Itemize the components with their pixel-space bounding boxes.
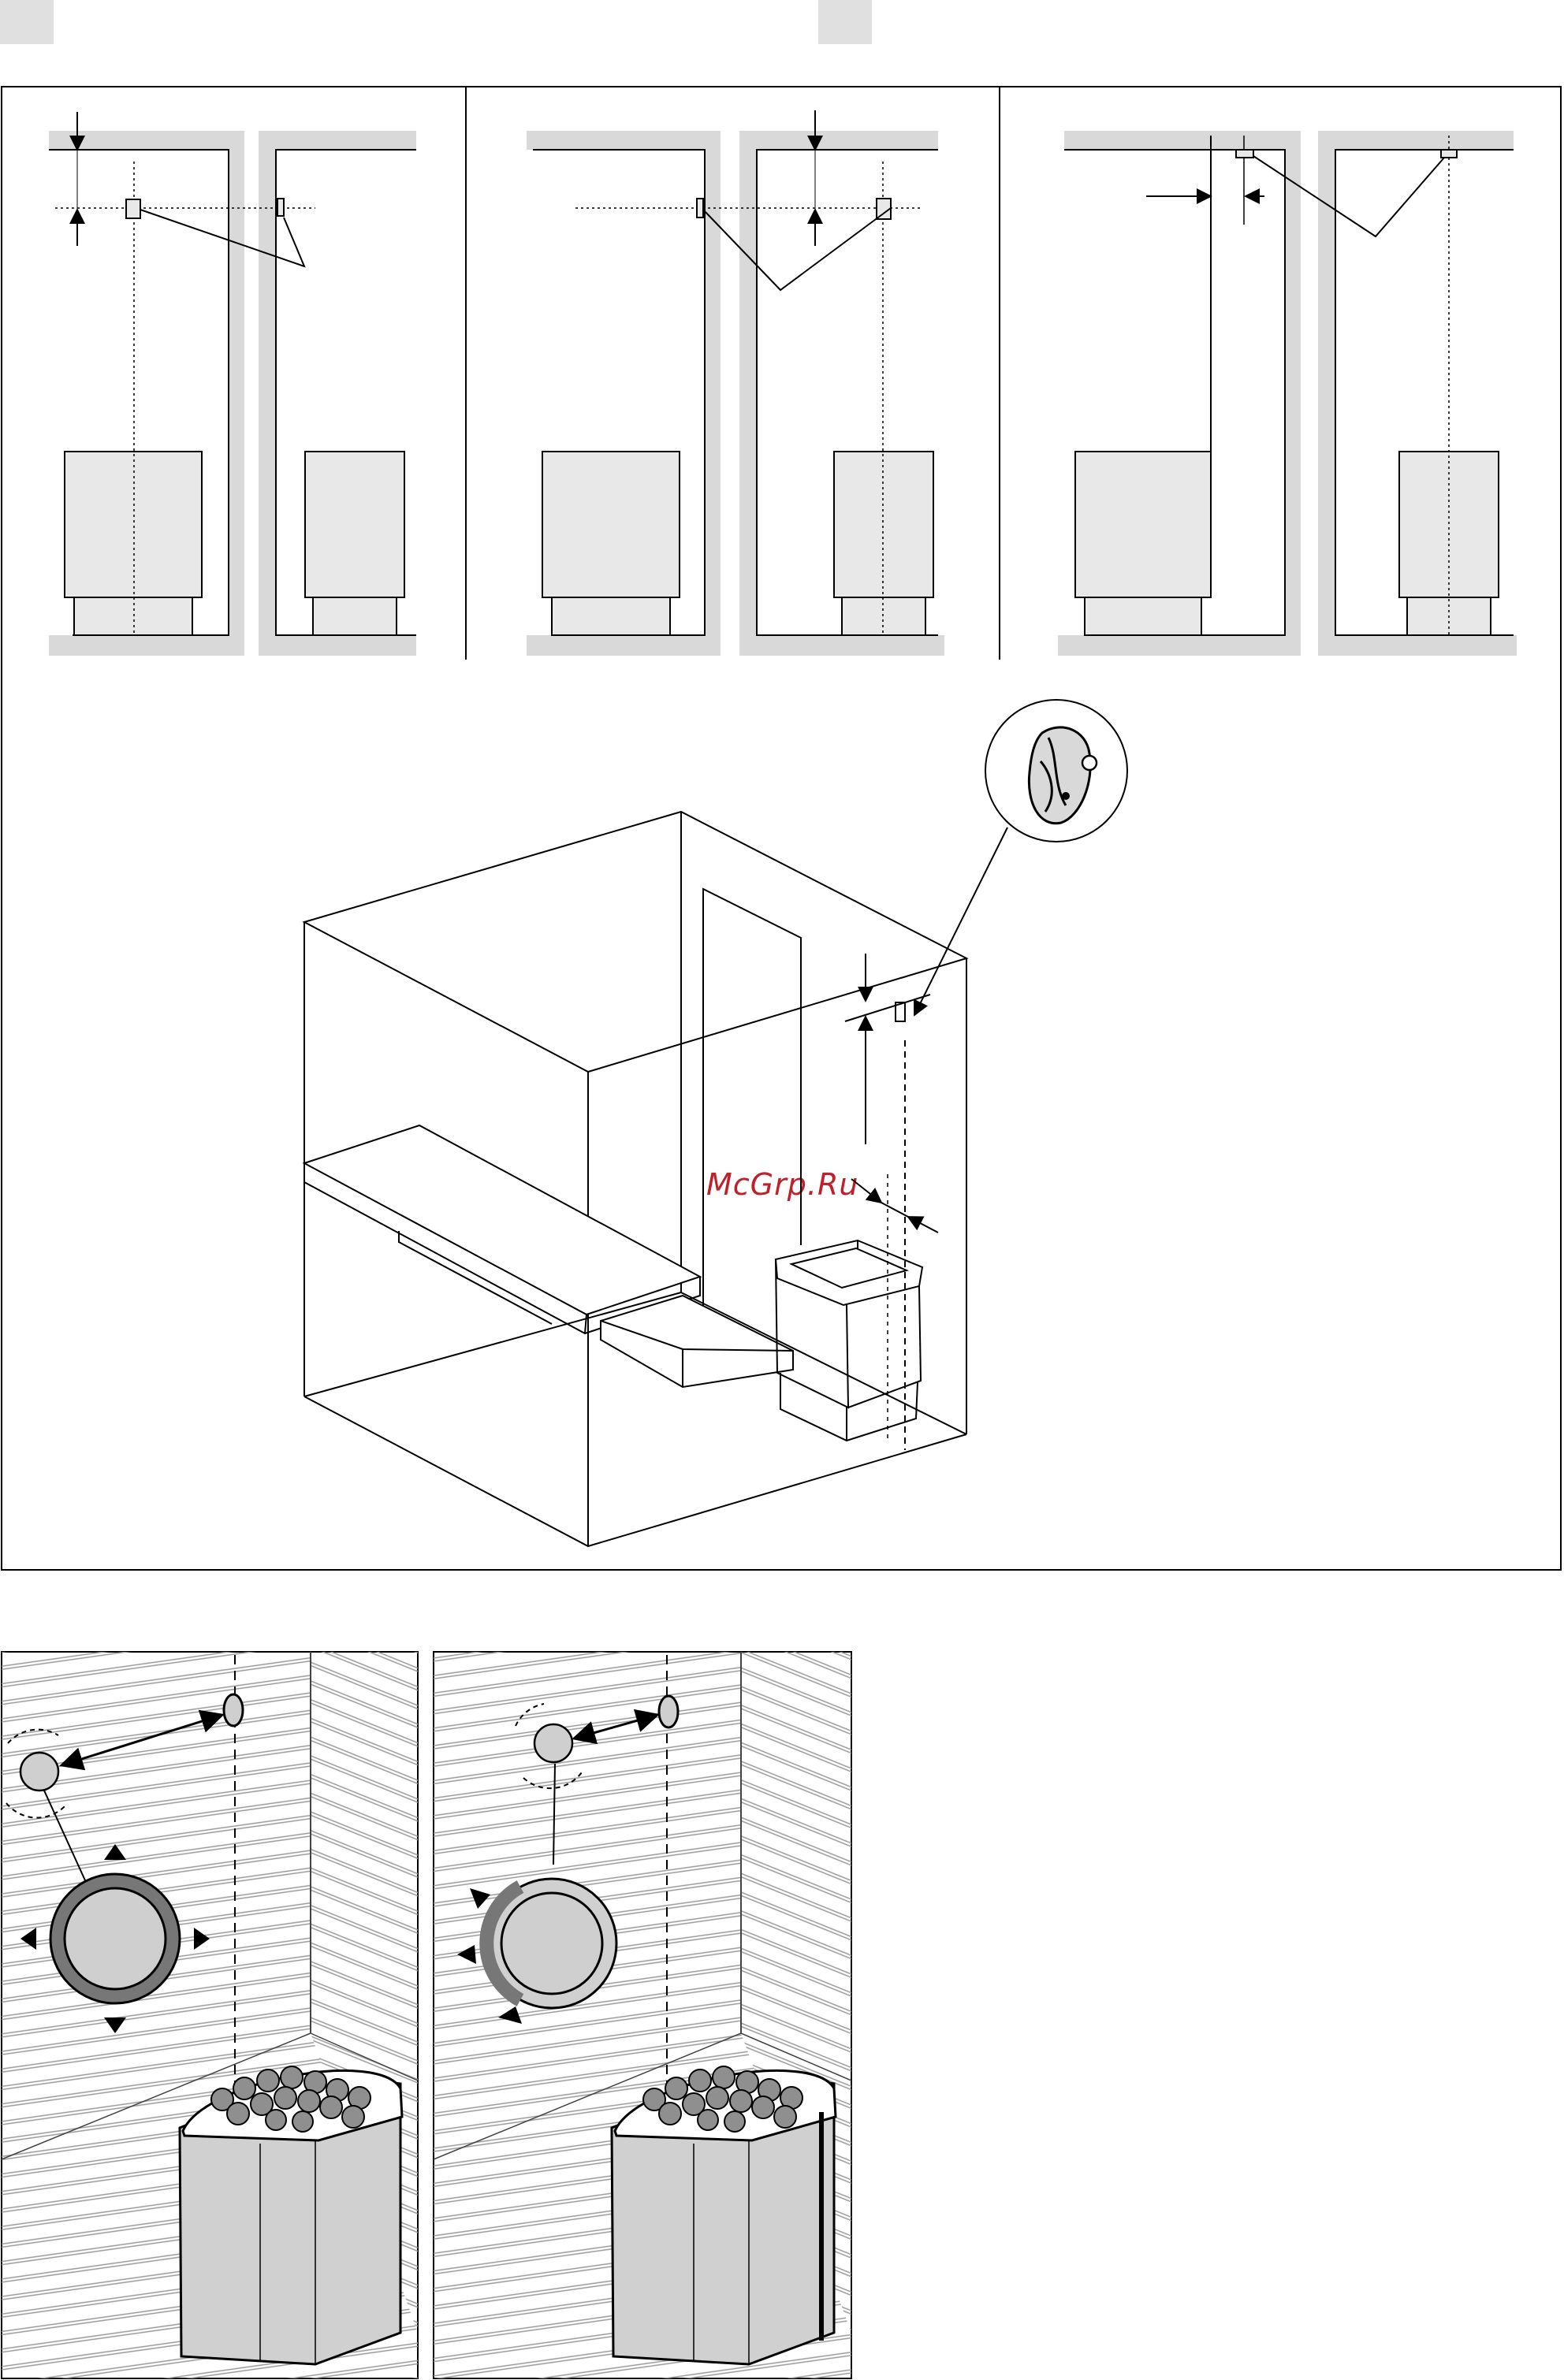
sensor-icon <box>224 1694 243 1726</box>
panel-2-wall-mounting <box>527 110 944 656</box>
heater-icon <box>180 2066 402 2364</box>
sensor-icon <box>277 199 284 216</box>
sensor-detail-callout <box>985 700 1127 842</box>
heater-icon <box>834 452 933 597</box>
arrow-icon <box>851 1179 881 1203</box>
heater-icon <box>1075 452 1211 597</box>
bottom-panel-1-sensor-rotation <box>2 1652 418 2378</box>
sensor-icon <box>1441 150 1457 158</box>
bench <box>304 1125 700 1315</box>
panel-3-ceiling-mounting <box>1058 131 1517 656</box>
heater-icon <box>776 1240 922 1441</box>
room-isometric-view <box>304 812 1007 1546</box>
door-frame <box>703 889 801 1316</box>
sensor-icon <box>126 199 140 218</box>
sensor-icon <box>1236 150 1253 158</box>
sensor-icon <box>659 1696 678 1727</box>
heater-icon <box>612 2066 836 2364</box>
heater-icon <box>305 452 404 597</box>
heater-icon <box>65 452 202 597</box>
bottom-panel-2-sensor-rotation <box>434 1652 851 2378</box>
arrow-icon <box>908 1217 938 1233</box>
panel-1-wall-mounting <box>49 112 416 656</box>
callout-leader <box>914 827 1007 1015</box>
sensor-icon <box>697 199 703 218</box>
heater-icon <box>542 452 680 597</box>
room-outline <box>304 812 966 1072</box>
header-tab-left <box>0 0 54 44</box>
header-tab-right <box>818 0 872 44</box>
